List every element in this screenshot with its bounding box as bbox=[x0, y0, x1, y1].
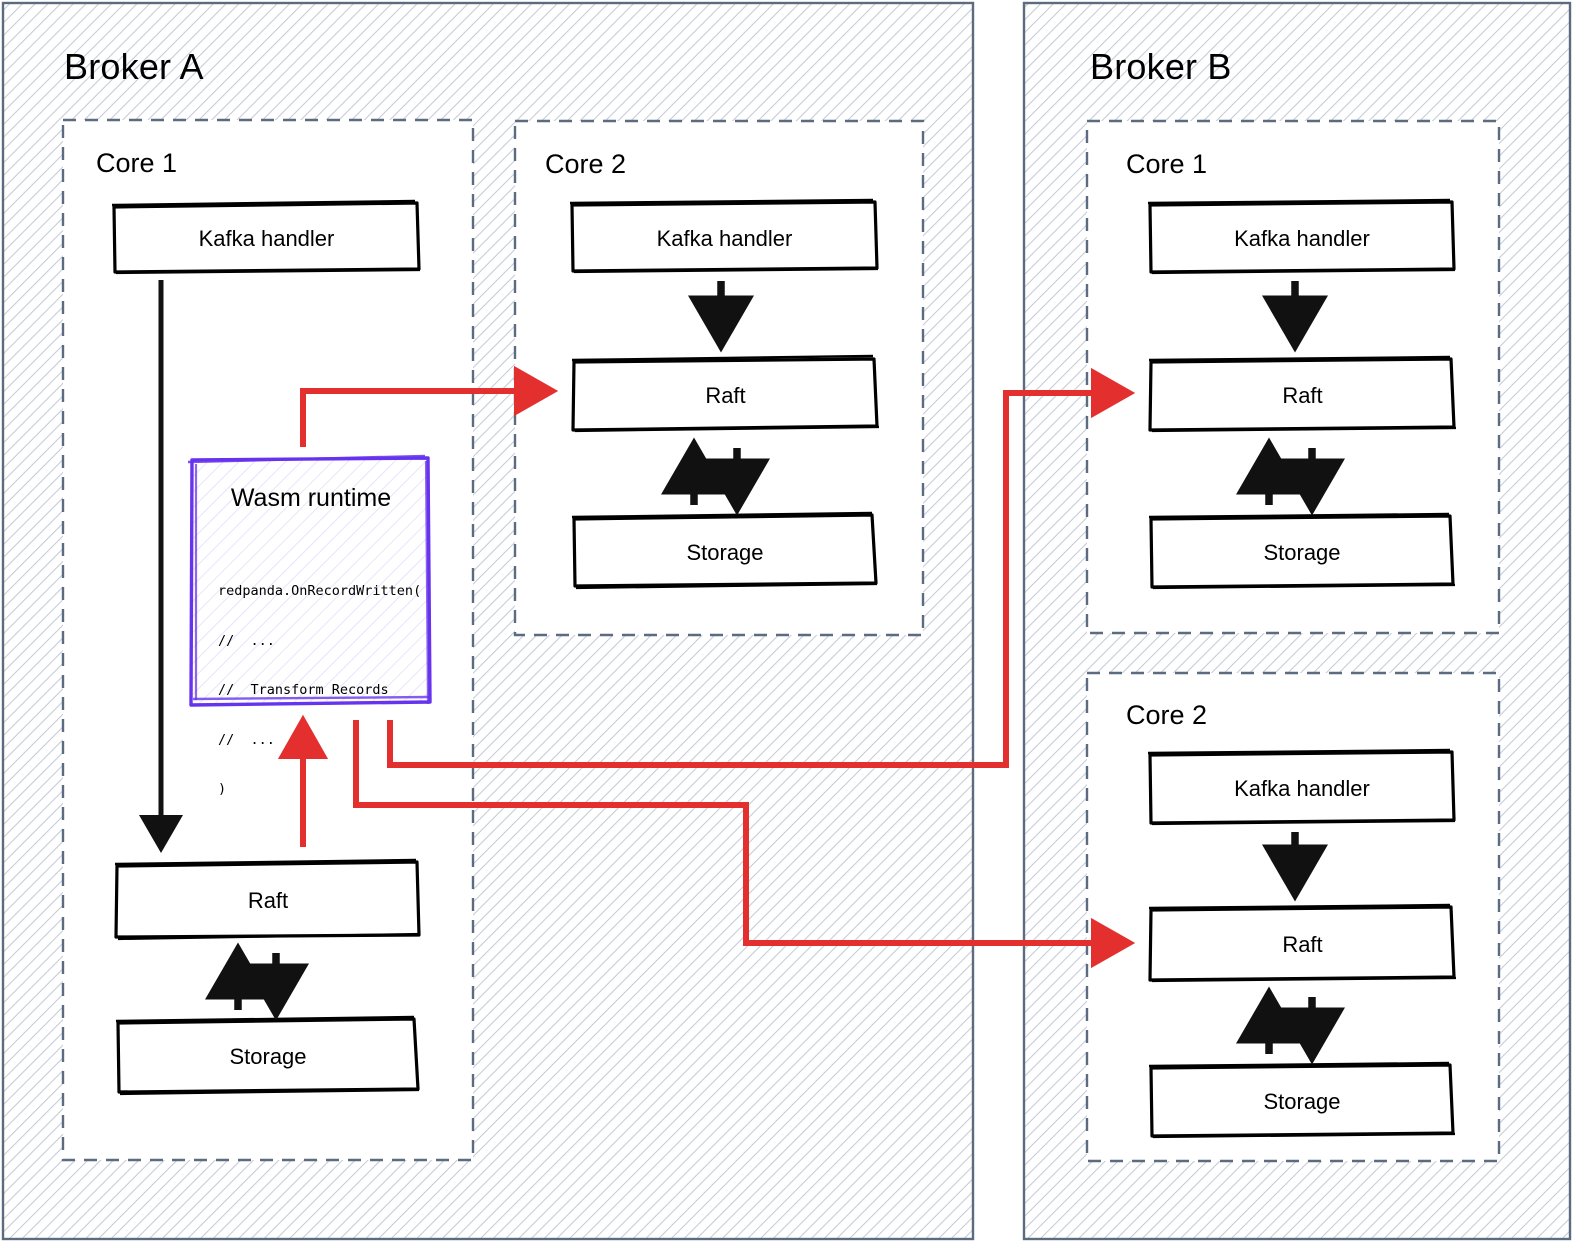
box-ba-c1-kafka bbox=[111, 199, 421, 275]
box-ba-c1-wasm-runtime bbox=[187, 454, 432, 707]
conn-ba-c1-wasm-to-ba-c2-raft bbox=[300, 365, 559, 447]
box-label-bb-c1-raft: Raft bbox=[1282, 383, 1323, 408]
wasm-code-line-0: redpanda.OnRecordWritten( bbox=[218, 583, 422, 599]
box-label-ba-c1-storage: Storage bbox=[229, 1044, 307, 1069]
conn-bb-c2-raft-storage bbox=[1236, 986, 1345, 1065]
wasm-code-line-2: // Transform Records bbox=[218, 682, 389, 698]
box-label-bb-c2-kafka: Kafka handler bbox=[1234, 776, 1370, 801]
box-bb-c1-kafka bbox=[1147, 198, 1456, 275]
box-bb-c2-raft bbox=[1148, 903, 1457, 983]
box-label-bb-c2-storage: Storage bbox=[1263, 1089, 1341, 1114]
conn-ba-c1-wasm-to-bb-c1-raft bbox=[387, 367, 1136, 768]
box-bb-c1-raft bbox=[1148, 355, 1457, 433]
box-label-ba-c1-raft: Raft bbox=[247, 888, 289, 913]
broker-a-title: Broker A bbox=[64, 46, 204, 87]
conn-ba-c2-raft-storage bbox=[661, 437, 770, 516]
wasm-code-snippet: redpanda.OnRecordWritten( // ... // Tran… bbox=[218, 550, 421, 814]
wasm-code-line-4: ) bbox=[218, 781, 227, 797]
box-bb-c2-storage bbox=[1148, 1061, 1456, 1139]
box-label-ba-c1-kafka: Kafka handler bbox=[198, 226, 335, 251]
wasm-code-line-1: // ... bbox=[218, 632, 275, 649]
box-ba-c1-raft bbox=[114, 858, 421, 941]
box-ba-c1-storage bbox=[115, 1015, 420, 1096]
broker-b-core-1-title: Core 1 bbox=[1126, 149, 1208, 179]
box-label-ba-c2-kafka: Kafka handler bbox=[656, 226, 793, 251]
broker-a-core-2-title: Core 2 bbox=[545, 149, 627, 179]
box-label-bb-c2-raft: Raft bbox=[1282, 932, 1323, 957]
conn-bb-c1-raft-storage bbox=[1236, 437, 1345, 516]
box-label-bb-c1-kafka: Kafka handler bbox=[1234, 226, 1370, 251]
broker-b-core-2-title: Core 2 bbox=[1126, 700, 1208, 730]
broker-b-title: Broker B bbox=[1090, 46, 1232, 87]
conn-ba-c1-raft-storage bbox=[205, 942, 309, 1021]
broker-a-core-1-title: Core 1 bbox=[96, 148, 178, 178]
box-label-bb-c1-storage: Storage bbox=[1263, 540, 1341, 565]
conn-ba-c1-wasm-to-bb-c2-raft bbox=[353, 720, 1136, 969]
box-ba-c2-raft bbox=[571, 354, 880, 433]
wasm-code-line-3: // ... bbox=[218, 731, 275, 748]
box-label-ba-c2-storage: Storage bbox=[686, 540, 764, 565]
box-label-ba-c2-raft: Raft bbox=[705, 383, 746, 408]
box-label-ba-c1-wasm: Wasm runtime bbox=[230, 484, 392, 512]
box-ba-c2-kafka bbox=[569, 198, 879, 274]
box-bb-c1-storage bbox=[1148, 512, 1456, 590]
box-bb-c2-kafka bbox=[1147, 748, 1456, 826]
